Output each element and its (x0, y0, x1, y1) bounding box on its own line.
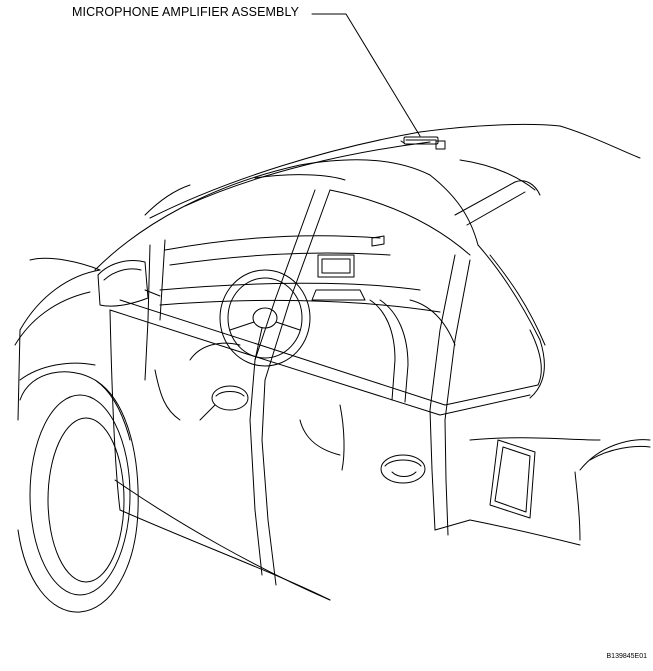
front-wheel (18, 372, 138, 612)
steering-wheel (220, 270, 310, 366)
roof-outline (150, 124, 640, 225)
callout-label-microphone-amplifier-assembly: MICROPHONE AMPLIFIER ASSEMBLY (72, 5, 300, 19)
rocker-panel (115, 480, 580, 600)
figure-id-label: B139845E01 (606, 653, 647, 660)
interior-console (155, 300, 455, 420)
interior-door-handle (200, 386, 248, 420)
door-panels (110, 310, 470, 600)
dashboard (160, 236, 440, 312)
rear-door-handle (381, 455, 425, 483)
microphone-amplifier-assembly (401, 137, 445, 149)
front-fender (15, 258, 100, 420)
belt-line (110, 300, 541, 415)
door-frame-pillars (145, 190, 470, 420)
windshield-frame (95, 160, 478, 270)
fuel-door (490, 440, 535, 518)
rear-fender (470, 438, 650, 540)
callout-leader-line (312, 14, 420, 136)
rear-window-edge (478, 245, 545, 398)
side-mirror (98, 261, 160, 307)
